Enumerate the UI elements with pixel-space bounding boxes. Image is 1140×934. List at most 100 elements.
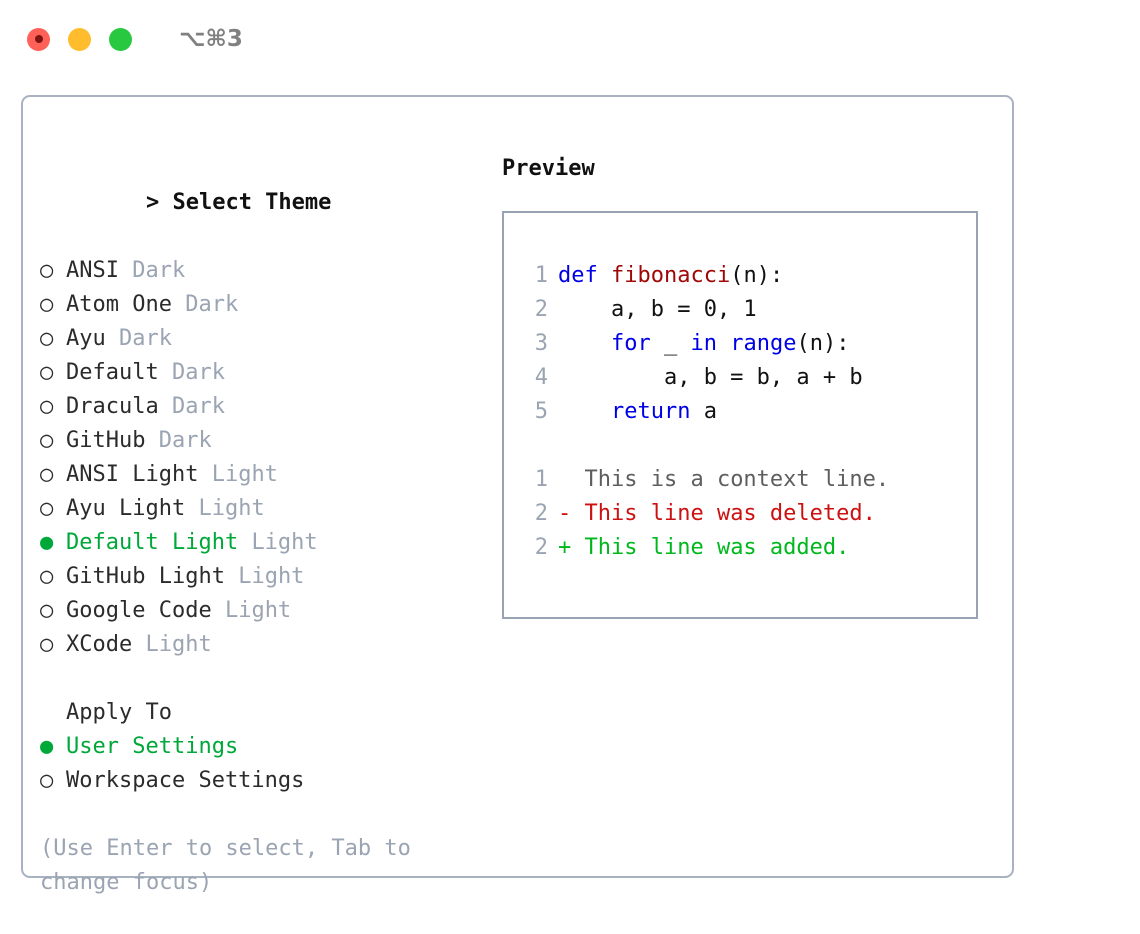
label-spacer bbox=[119, 258, 132, 283]
code-line: 1 def fibonacci(n): bbox=[522, 259, 889, 293]
label-spacer bbox=[238, 530, 251, 555]
diff-line: 1 This is a context line. bbox=[522, 463, 889, 497]
theme-name-label: XCode bbox=[66, 632, 133, 657]
theme-mode-tag: Dark bbox=[171, 360, 225, 385]
code-line-number: 1 bbox=[534, 263, 548, 288]
theme-mode-tag: Dark bbox=[171, 394, 225, 419]
code-line: 2 a, b = 0, 1 bbox=[522, 293, 889, 327]
theme-mode-tag: Light bbox=[145, 632, 212, 657]
select-theme-heading-label: Select Theme bbox=[172, 190, 332, 215]
code-token: (n): bbox=[730, 263, 784, 288]
theme-list-item[interactable]: ○Default Dark bbox=[40, 356, 480, 390]
apply-to-list: ● User Settings ○Workspace Settings bbox=[40, 730, 480, 798]
diff-marker bbox=[558, 467, 571, 492]
radio-unselected-icon: ○ bbox=[40, 598, 54, 623]
prompt-caret-icon: > bbox=[145, 190, 160, 215]
code-token: (n): bbox=[796, 331, 850, 356]
keyboard-shortcut-label: ⌥⌘3 bbox=[179, 26, 243, 52]
theme-list-item[interactable]: ○ Atom One Dark bbox=[40, 288, 480, 322]
code-token: fibonacci bbox=[610, 263, 731, 288]
theme-mode-tag: Dark bbox=[132, 258, 186, 283]
theme-mode-tag: Light bbox=[198, 496, 265, 521]
theme-mode-tag: Light bbox=[224, 598, 292, 623]
theme-name-label: Dracula bbox=[66, 394, 159, 419]
hint-spacer bbox=[40, 798, 480, 832]
radio-unselected-icon: ○ bbox=[40, 428, 54, 453]
theme-list: ○ANSI Dark○Atom One Dark○Ayu Dark○Defaul… bbox=[40, 254, 480, 662]
apply-to-label: User Settings bbox=[66, 734, 239, 759]
radio-unselected-icon: ○ bbox=[40, 462, 54, 487]
apply-to-item[interactable]: ● User Settings bbox=[40, 730, 480, 764]
diff-line: 2- This line was deleted. bbox=[522, 497, 889, 531]
theme-name-label: GitHub Light bbox=[66, 564, 225, 589]
close-window-button[interactable] bbox=[27, 27, 50, 51]
code-token: in bbox=[690, 331, 717, 356]
code-line: 4 a, b = b, a + b bbox=[522, 361, 889, 395]
theme-picker-panel: > Select Theme ○ANSI Dark○Atom One Dark○… bbox=[21, 95, 1014, 895]
diff-marker: + bbox=[558, 535, 572, 560]
theme-mode-tag: Light bbox=[251, 530, 318, 555]
theme-mode-tag: Dark bbox=[185, 292, 239, 317]
diff-line: 2+ This line was added. bbox=[522, 531, 889, 565]
radio-unselected-icon: ○ bbox=[40, 564, 54, 589]
diff-line-number: 2 bbox=[534, 501, 548, 526]
radio-unselected-icon: ○ bbox=[40, 496, 54, 521]
label-spacer bbox=[185, 496, 198, 521]
radio-selected-icon: ● bbox=[40, 530, 54, 555]
minimize-window-button[interactable] bbox=[68, 27, 91, 51]
theme-name-label: GitHub bbox=[66, 428, 146, 453]
apply-to-item[interactable]: ○Workspace Settings bbox=[40, 764, 480, 798]
theme-name-label: Default Light bbox=[66, 530, 239, 555]
radio-unselected-icon: ○ bbox=[40, 258, 54, 283]
theme-mode-tag: Dark bbox=[119, 326, 172, 351]
apply-to-label: Workspace Settings bbox=[66, 768, 305, 793]
theme-mode-tag: Light bbox=[238, 564, 305, 589]
code-token: _ bbox=[650, 331, 691, 356]
radio-unselected-icon: ○ bbox=[40, 292, 54, 317]
code-line: 5 return a bbox=[522, 395, 889, 429]
theme-list-item[interactable]: ○GitHub Dark bbox=[40, 424, 480, 458]
label-spacer bbox=[145, 428, 158, 453]
zoom-window-button[interactable] bbox=[109, 27, 132, 51]
label-spacer bbox=[132, 632, 145, 657]
radio-selected-icon: ● bbox=[40, 734, 54, 759]
theme-list-item[interactable]: ○ANSI Dark bbox=[40, 254, 480, 288]
theme-name-label: ANSI Light bbox=[66, 462, 199, 487]
select-theme-heading: > Select Theme bbox=[40, 152, 480, 254]
theme-list-item[interactable]: ○Google Code Light bbox=[40, 594, 480, 628]
theme-list-item[interactable]: ○ XCode Light bbox=[40, 628, 480, 662]
code-token: a, b = b, a + b bbox=[558, 365, 863, 390]
diff-line-number: 1 bbox=[534, 467, 548, 492]
code-token: return bbox=[610, 399, 691, 424]
theme-list-item[interactable]: ○ Ayu Dark bbox=[40, 322, 480, 356]
theme-list-item[interactable]: ○ Ayu Light Light bbox=[40, 492, 480, 526]
keyboard-hint-text: (Use Enter to select, Tab to change focu… bbox=[40, 836, 411, 895]
preview-title: Preview bbox=[502, 156, 595, 181]
diff-gap bbox=[522, 429, 889, 463]
label-spacer bbox=[172, 292, 185, 317]
code-token bbox=[717, 331, 730, 356]
code-token: def bbox=[558, 263, 611, 288]
theme-selection-column: > Select Theme ○ANSI Dark○Atom One Dark○… bbox=[40, 152, 480, 900]
radio-unselected-icon: ○ bbox=[40, 326, 54, 351]
code-token bbox=[558, 399, 611, 424]
theme-name-label: Ayu Light bbox=[66, 496, 186, 521]
theme-list-item[interactable]: ○ GitHub Light Light bbox=[40, 560, 480, 594]
theme-list-item[interactable]: ● Default Light Light bbox=[40, 526, 480, 560]
code-token: a bbox=[690, 399, 717, 424]
theme-mode-tag: Light bbox=[211, 462, 278, 487]
code-line-number: 2 bbox=[534, 297, 548, 322]
diff-text: This is a context line. bbox=[571, 467, 890, 492]
theme-list-item[interactable]: ○Dracula Dark bbox=[40, 390, 480, 424]
radio-unselected-icon: ○ bbox=[40, 632, 54, 657]
label-spacer bbox=[212, 598, 225, 623]
code-token: for bbox=[610, 331, 651, 356]
code-line-number: 5 bbox=[534, 399, 548, 424]
theme-list-item[interactable]: ○ ANSI Light Light bbox=[40, 458, 480, 492]
theme-name-label: Atom One bbox=[66, 292, 172, 317]
theme-name-label: Ayu bbox=[66, 326, 106, 351]
